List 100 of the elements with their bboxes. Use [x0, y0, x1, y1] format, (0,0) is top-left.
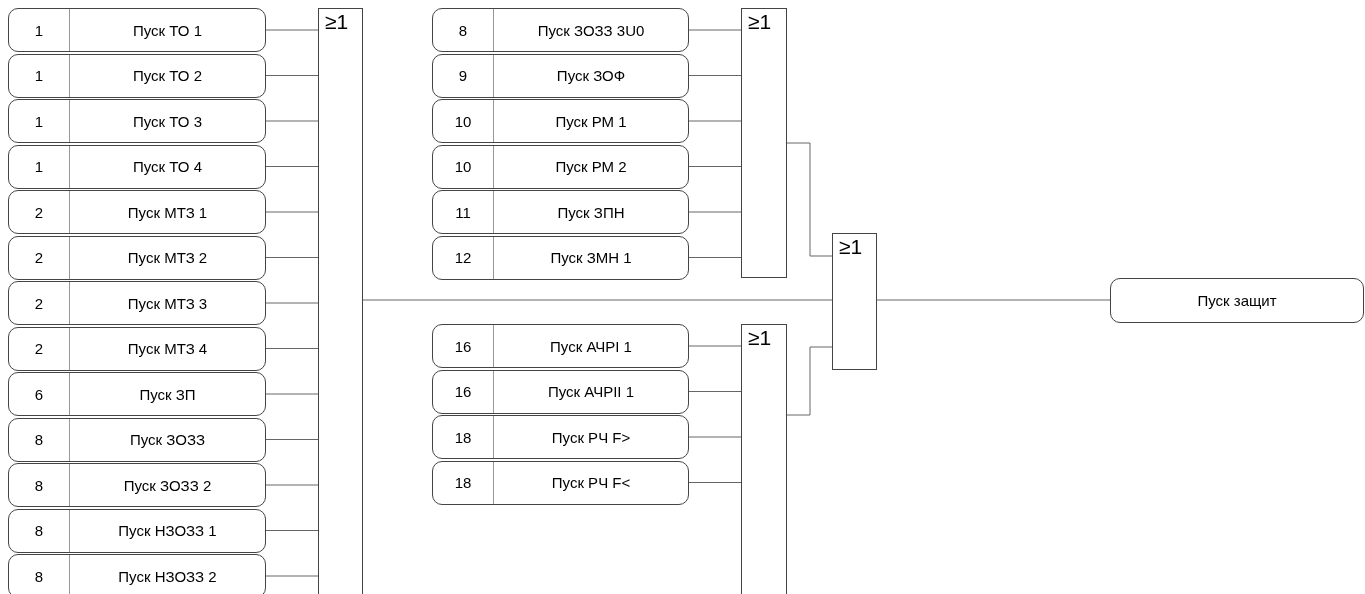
output-box	[1110, 278, 1364, 323]
signal-line	[688, 391, 742, 392]
signal-input-box	[8, 99, 266, 143]
signal-input-box	[432, 235, 689, 280]
output-label: Пуск защит	[1197, 292, 1277, 309]
signal-line	[876, 299, 1111, 301]
signal-line	[265, 257, 319, 258]
signal-input-box	[8, 463, 266, 507]
signal-label: Пуск АЧРI 1	[493, 325, 688, 367]
signal-input-box	[432, 8, 689, 52]
signal-line	[265, 75, 319, 76]
signal-input-box	[432, 53, 689, 98]
signal-input-box	[8, 8, 266, 52]
signal-line	[265, 120, 319, 122]
signal-line	[265, 484, 319, 486]
or-gate	[832, 233, 877, 370]
signal-input-box	[8, 372, 266, 416]
row-number: 10	[453, 111, 473, 132]
row-number: 12	[453, 248, 473, 268]
signal-line	[688, 75, 742, 76]
row-number: 16	[453, 382, 473, 402]
row-number: 8	[33, 566, 45, 587]
row-number: 8	[457, 20, 469, 41]
signal-input-box	[432, 324, 689, 368]
signal-line	[265, 302, 319, 304]
signal-label: Пуск АЧРII 1	[493, 370, 688, 413]
signal-line	[265, 439, 319, 440]
signal-label: Пуск НЗОЗЗ 1	[69, 509, 265, 552]
row-number: 8	[33, 430, 45, 450]
signal-input-box	[8, 144, 266, 189]
row-number: 2	[33, 202, 45, 223]
signal-label: Пуск ЗОФ	[493, 54, 688, 97]
signal-label: Пуск ЗПН	[493, 191, 688, 233]
signal-label: Пуск МТЗ 2	[69, 236, 265, 279]
row-number: 1	[33, 157, 45, 177]
signal-label: Пуск НЗОЗЗ 2	[69, 555, 265, 594]
row-number: 10	[453, 157, 473, 177]
signal-input-box	[432, 190, 689, 234]
signal-input-box	[8, 235, 266, 280]
row-number: 2	[33, 248, 45, 268]
signal-label: Пуск МТЗ 1	[69, 191, 265, 233]
signal-line	[688, 345, 742, 347]
signal-line	[265, 211, 319, 213]
signal-line	[688, 29, 742, 31]
gate-symbol: ≥1	[748, 11, 772, 32]
row-number: 1	[33, 20, 45, 41]
signal-line	[362, 299, 833, 301]
gate-symbol: ≥1	[748, 327, 772, 348]
signal-line	[688, 482, 742, 483]
signal-line	[688, 257, 742, 258]
signal-input-box	[8, 417, 266, 462]
signal-input-box	[432, 99, 689, 143]
signal-line	[688, 166, 742, 167]
signal-label: Пуск ТО 1	[69, 9, 265, 51]
row-number: 2	[33, 293, 45, 314]
signal-label: Пуск РЧ F>	[493, 416, 688, 458]
row-number: 11	[454, 202, 472, 223]
signal-input-box	[8, 554, 266, 594]
signal-label: Пуск ТО 4	[69, 145, 265, 188]
signal-line	[265, 530, 319, 531]
signal-label: Пуск ЗП	[69, 373, 265, 415]
signal-input-box	[8, 326, 266, 371]
signal-input-box	[432, 369, 689, 414]
signal-input-box	[8, 53, 266, 98]
or-gate	[741, 324, 787, 594]
signal-label: Пуск МТЗ 4	[69, 327, 265, 370]
row-number: 8	[33, 521, 45, 541]
signal-line	[265, 393, 319, 395]
signal-line	[265, 29, 319, 31]
signal-label: Пуск ТО 3	[69, 100, 265, 142]
signal-line	[688, 120, 742, 122]
row-number: 9	[457, 66, 469, 86]
signal-input-box	[8, 281, 266, 325]
row-number: 18	[453, 427, 473, 448]
row-number: 16	[453, 336, 473, 357]
signal-label: Пуск ТО 2	[69, 54, 265, 97]
signal-line	[688, 211, 742, 213]
gate-symbol: ≥1	[325, 11, 349, 32]
signal-input-box	[432, 415, 689, 459]
signal-line	[265, 575, 319, 577]
signal-input-box	[432, 460, 689, 505]
signal-input-box	[8, 508, 266, 553]
row-number: 6	[33, 384, 45, 405]
signal-line	[265, 166, 319, 167]
signal-label: Пуск РЧ F<	[493, 461, 688, 504]
row-number: 8	[33, 475, 45, 496]
signal-label: Пуск МТЗ 3	[69, 282, 265, 324]
signal-input-box	[432, 144, 689, 189]
signal-label: Пуск ЗОЗЗ 2	[69, 464, 265, 506]
signal-label: Пуск ЗОЗЗ	[69, 418, 265, 461]
row-number: 2	[33, 339, 45, 359]
or-gate	[318, 8, 363, 594]
row-number: 1	[33, 66, 45, 86]
signal-label: Пуск РМ 1	[493, 100, 688, 142]
signal-label: Пуск ЗОЗЗ 3U0	[493, 9, 688, 51]
signal-line	[786, 346, 833, 416]
signal-input-box	[8, 190, 266, 234]
row-number: 18	[453, 473, 473, 493]
or-gate	[741, 8, 787, 278]
signal-line	[786, 142, 833, 257]
